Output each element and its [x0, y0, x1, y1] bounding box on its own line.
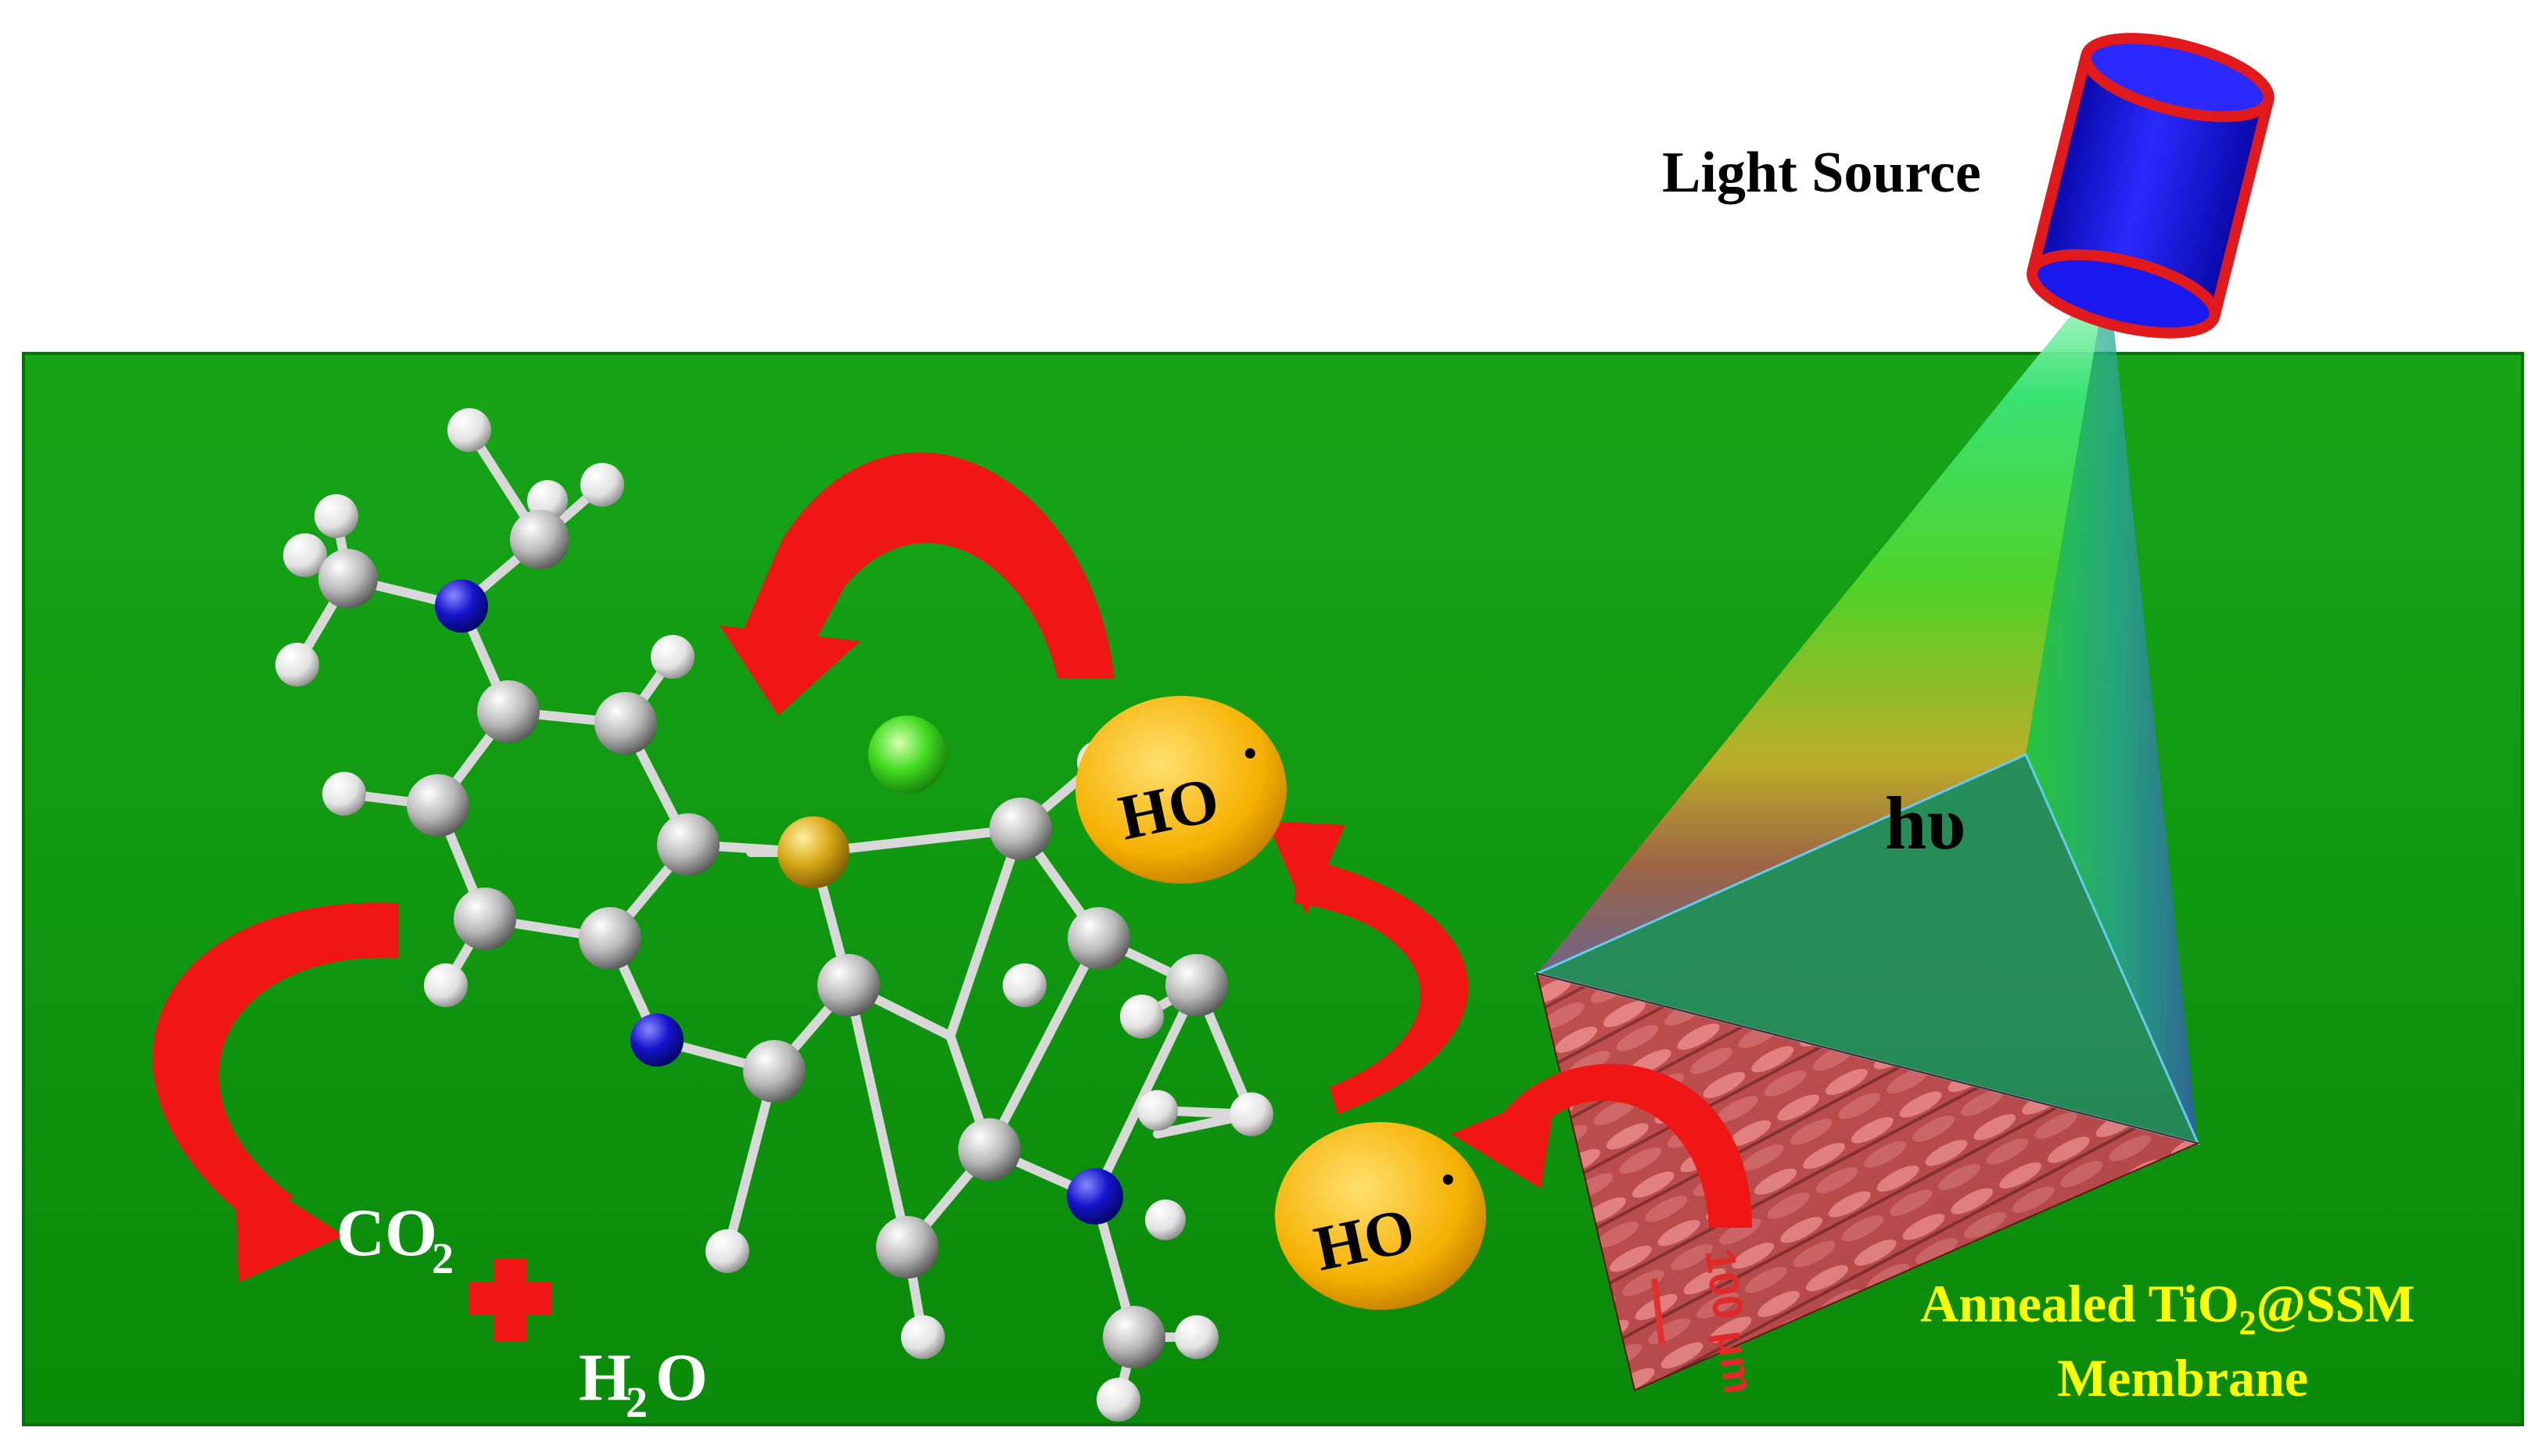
arrows [153, 452, 1752, 1282]
photon-label: hυ [1885, 781, 1966, 865]
h2o-h: H [579, 1339, 631, 1415]
sulfur-atom [777, 816, 849, 888]
carbon-atom [817, 954, 880, 1017]
arrow-dye-to-products-head [235, 1165, 344, 1282]
carbon-atom [1068, 907, 1130, 970]
membrane-label-line2: Membrane [2057, 1348, 2308, 1408]
radical-bottom-dot: · [1438, 1146, 1459, 1214]
arrow-dye-to-products [153, 902, 399, 1228]
membrane-label-line1-pre: Annealed TiO [1920, 1274, 2239, 1333]
carbon-atom [989, 798, 1052, 860]
lamp-icon [2027, 33, 2275, 339]
carbon-atom [407, 774, 469, 837]
hydrogen-atoms [275, 408, 1273, 1422]
membrane-label: Annealed TiO2@SSM Membrane [1920, 1274, 2415, 1408]
hydrogen-atom [1120, 995, 1164, 1038]
arrow-radical-cycle-head [1267, 821, 1345, 915]
carbon-atom [510, 510, 569, 569]
hydrogen-atom [283, 533, 327, 577]
chloride-ion [868, 715, 946, 794]
carbon-atom [477, 680, 540, 743]
hydrogen-atom [580, 463, 624, 507]
hydrogen-atom [651, 635, 695, 679]
carbon-atom [579, 907, 641, 970]
light-beam [1537, 270, 2198, 1143]
radical-bottom: HO · [1275, 1122, 1486, 1310]
hydrogen-atom [1137, 1090, 1178, 1131]
carbon-atom [594, 692, 657, 755]
co2-subscript: 2 [432, 1235, 454, 1283]
arrow-radical-to-dye-head [720, 626, 860, 715]
hydrogen-atom [1145, 1200, 1186, 1240]
nitrogen-atom [435, 579, 488, 633]
carbon-atom [958, 1118, 1021, 1181]
radical-top-dot: · [1240, 719, 1261, 788]
hydrogen-atom [901, 1315, 945, 1359]
hydrogen-atom [447, 408, 491, 452]
h2o-subscript: 2 [626, 1379, 648, 1427]
arrow-radical-to-dye [735, 452, 1115, 688]
light-source-label: Light Source [1662, 141, 1981, 205]
membrane-label-line1: Annealed TiO2@SSM [1920, 1274, 2415, 1342]
hydrogen-atom [706, 1229, 749, 1273]
hydrogen-atom [424, 963, 468, 1007]
plus-icon [469, 1259, 551, 1341]
carbon-atom [454, 888, 516, 950]
nitrogen-atom [1067, 1168, 1123, 1225]
arrow-membrane-to-radical-head [1451, 1091, 1556, 1189]
co2-main: CO [336, 1195, 437, 1270]
carbon-atom [1103, 1306, 1165, 1368]
radical-top: HO · [1075, 696, 1287, 884]
molecule [275, 408, 1273, 1422]
hydrogen-atom [1003, 963, 1047, 1007]
carbon-atom [318, 549, 378, 608]
carbon-atom [743, 1040, 806, 1103]
hydrogen-atom [275, 643, 319, 687]
hydrogen-atom [1097, 1378, 1140, 1422]
carbon-atom [876, 1216, 939, 1278]
co2-label: CO 2 [336, 1195, 454, 1283]
arrow-membrane-to-radical [1494, 1063, 1752, 1228]
carbon-atom [657, 813, 720, 876]
hydrogen-atom [1230, 1092, 1273, 1136]
arrow-radical-cycle [1294, 856, 1469, 1114]
membrane-label-line1-sub: 2 [2239, 1304, 2257, 1342]
hydrogen-atom [314, 494, 358, 538]
carbon-atom [1165, 954, 1228, 1017]
nitrogen-atom [630, 1013, 684, 1067]
hydrogen-atom [1175, 1315, 1219, 1359]
hydrogen-atom [322, 772, 366, 816]
h2o-label: H 2 O [579, 1339, 708, 1427]
h2o-o: O [655, 1339, 708, 1415]
membrane-label-line1-post: @SSM [2257, 1274, 2415, 1333]
